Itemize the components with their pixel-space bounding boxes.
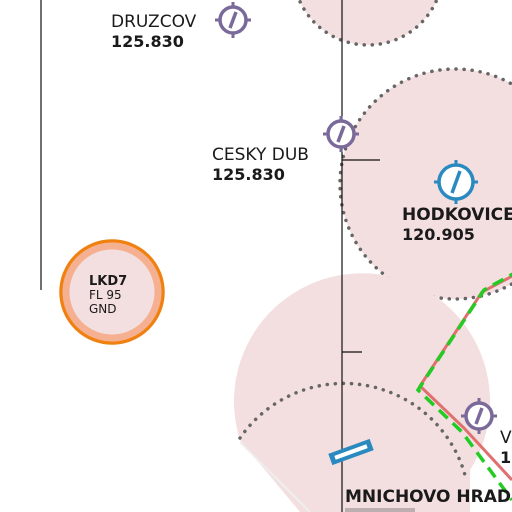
v-freq: 12: [500, 448, 512, 467]
airspace-circle-mnichovo: [234, 273, 491, 512]
boundary-green: [415, 272, 512, 502]
navaid-v-icon[interactable]: [461, 398, 497, 434]
runway-icon[interactable]: [328, 438, 374, 466]
airspace-circle-hodkovice: [338, 67, 512, 301]
airspace-circle-top: [297, 0, 439, 47]
restricted-area-inner-ring: [62, 242, 162, 342]
hodkovice-name: HODKOVICE: [402, 205, 512, 225]
airspace-edge-line: [239, 441, 311, 512]
restricted-area-limit: FL 95: [89, 288, 122, 302]
hodkovice-freq: 120.905: [402, 225, 475, 244]
v-name: V: [500, 428, 512, 448]
mnichovo-freq-partial: [345, 508, 415, 512]
navaid-hodkovice-icon[interactable]: [434, 160, 478, 204]
navaid-druzcov-icon[interactable]: [215, 2, 251, 38]
cesky-dub-name: CESKY DUB: [212, 145, 309, 165]
mnichovo-hradiste-name: MNICHOVO HRAD: [345, 487, 511, 507]
cesky-dub-freq: 125.830: [212, 165, 285, 184]
navaid-cesky-dub-icon[interactable]: [323, 116, 359, 152]
druzcov-freq: 125.830: [111, 32, 184, 51]
druzcov-name: DRUZCOV: [111, 12, 197, 32]
restricted-area-floor: GND: [89, 302, 117, 316]
airspace-circle-mnichovo-border: [238, 381, 467, 477]
restricted-area-lkd7[interactable]: [59, 239, 165, 345]
restricted-area-name: LKD7: [89, 274, 127, 289]
